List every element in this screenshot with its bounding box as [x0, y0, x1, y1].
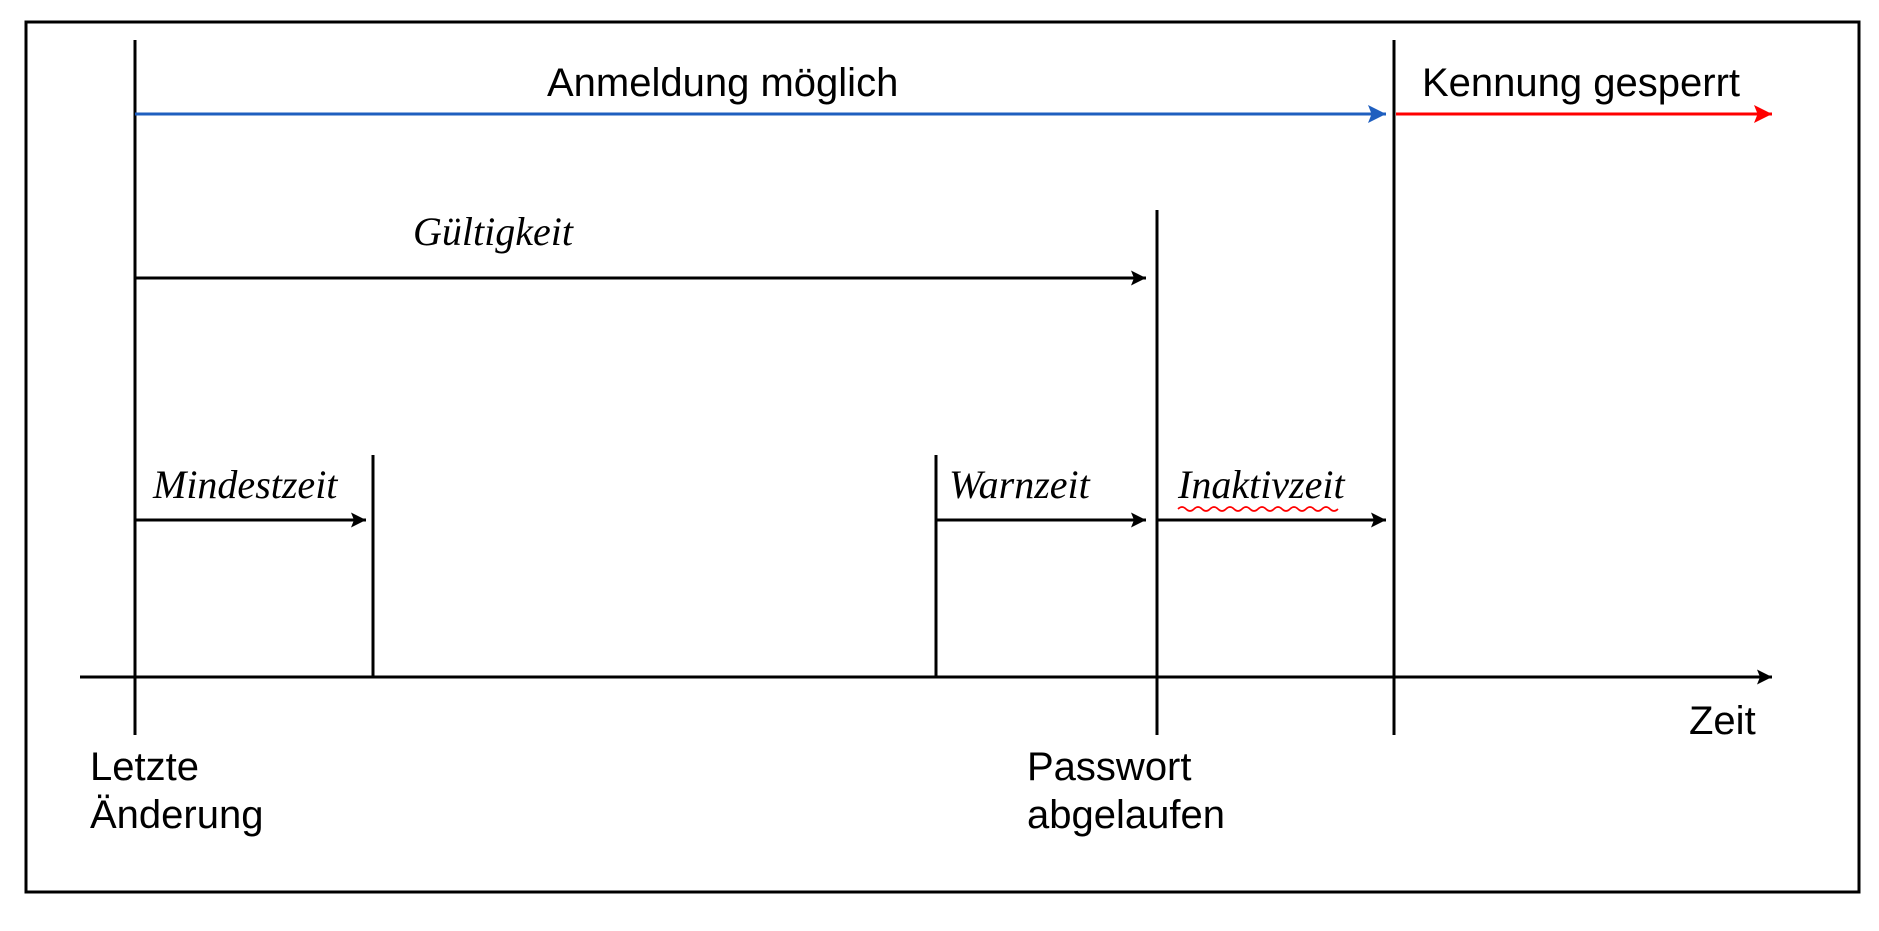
validity-label: Gültigkeit	[413, 209, 574, 254]
last-change-label-line2: Änderung	[90, 793, 263, 837]
login-possible-label: Anmeldung möglich	[547, 61, 898, 105]
last-change-label-line1: Letzte	[90, 745, 199, 789]
password-expired-label-line1: Passwort	[1027, 745, 1192, 789]
inactive-time-label: Inaktivzeit	[1177, 462, 1345, 507]
account-locked-label: Kennung gesperrt	[1422, 61, 1740, 105]
spellcheck-underline	[1177, 506, 1339, 512]
password-expired-label-line2: abgelaufen	[1027, 793, 1225, 837]
warn-time-label: Warnzeit	[949, 462, 1091, 507]
diagram-frame	[24, 20, 1861, 894]
min-time-label: Mindestzeit	[152, 462, 338, 507]
time-axis-label: Zeit	[1689, 699, 1756, 743]
